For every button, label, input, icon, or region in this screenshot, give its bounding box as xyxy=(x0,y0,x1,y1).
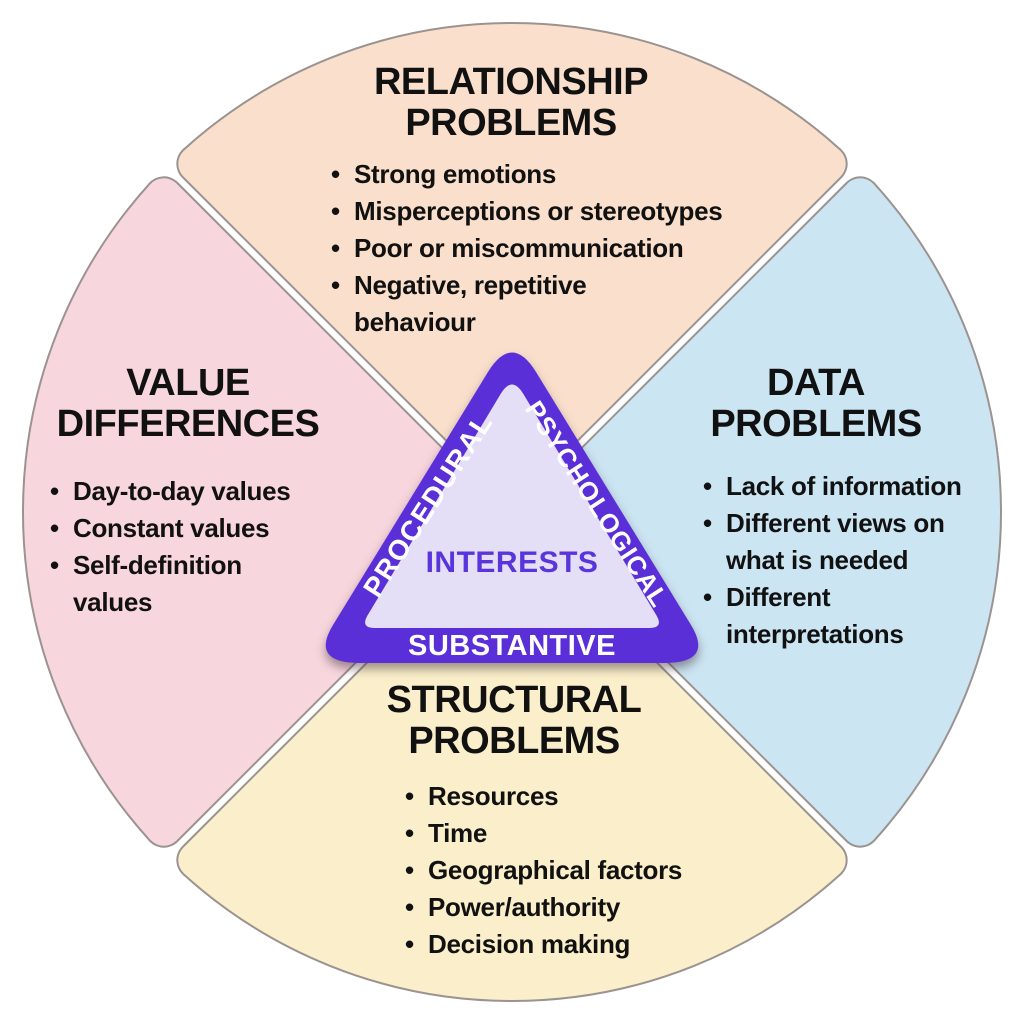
bullet-item: •Time xyxy=(405,815,735,852)
bullet-item: •Different views on what is needed xyxy=(703,505,993,579)
bullet-item: •Decision making xyxy=(405,926,735,963)
bullet-item: •Geographical factors xyxy=(405,852,735,889)
substantive-label: SUBSTANTIVE xyxy=(408,630,616,662)
interests-triangle: PROCEDURAL PSYCHOLOGICAL SUBSTANTIVE INT… xyxy=(325,352,699,663)
data-bullets: •Lack of information •Different views on… xyxy=(703,468,993,653)
bullet-dot: • xyxy=(703,508,712,538)
bullet-dot: • xyxy=(703,471,712,501)
bullet-dot: • xyxy=(405,929,414,959)
interests-inner-triangle xyxy=(365,384,659,628)
bullet-item: •Resources xyxy=(405,778,735,815)
bullet-dot: • xyxy=(405,855,414,885)
bullet-item: •Power/authority xyxy=(405,889,735,926)
bullet-item: •Day-to-day values xyxy=(50,473,340,510)
bullet-dot: • xyxy=(331,196,340,226)
relationship-title: RELATIONSHIP PROBLEMS xyxy=(373,61,649,144)
bullet-dot: • xyxy=(50,550,59,580)
petal-relationship xyxy=(176,22,848,500)
bullet-item: •Constant values xyxy=(50,510,340,547)
bullet-dot: • xyxy=(405,781,414,811)
bullet-dot: • xyxy=(405,892,414,922)
bullet-item: •Misperceptions or stereotypes xyxy=(331,193,771,230)
petal-value xyxy=(22,176,500,848)
data-title: DATA PROBLEMS xyxy=(710,362,922,445)
petal-value-fill xyxy=(24,178,498,846)
petal-structural xyxy=(176,524,848,1002)
relationship-bullets: •Strong emotions •Misperceptions or ster… xyxy=(331,156,771,341)
interests-label: INTERESTS xyxy=(426,546,599,579)
bullet-dot: • xyxy=(50,476,59,506)
bullet-item: •Negative, repetitive behaviour xyxy=(331,267,771,341)
bullet-item: •Strong emotions xyxy=(331,156,771,193)
bullet-dot: • xyxy=(50,513,59,543)
bullet-dot: • xyxy=(331,270,340,300)
bullet-dot: • xyxy=(405,818,414,848)
petal-data xyxy=(524,176,1002,848)
bullet-dot: • xyxy=(703,582,712,612)
bullet-item: •Different interpretations xyxy=(703,579,993,653)
structural-bullets: •Resources •Time •Geographical factors •… xyxy=(405,778,735,963)
structural-title: STRUCTURAL PROBLEMS xyxy=(386,679,642,762)
petal-relationship-fill xyxy=(178,24,846,498)
bullet-item: •Poor or miscommunication xyxy=(331,230,771,267)
petal-data-fill xyxy=(526,178,1000,846)
bullet-item: •Self-definition values xyxy=(50,547,340,621)
value-bullets: •Day-to-day values •Constant values •Sel… xyxy=(50,473,340,621)
value-title: VALUE DIFFERENCES xyxy=(56,362,320,445)
bullet-item: •Lack of information xyxy=(703,468,993,505)
petal-structural-fill xyxy=(178,526,846,1000)
bullet-dot: • xyxy=(331,159,340,189)
bullet-dot: • xyxy=(331,233,340,263)
